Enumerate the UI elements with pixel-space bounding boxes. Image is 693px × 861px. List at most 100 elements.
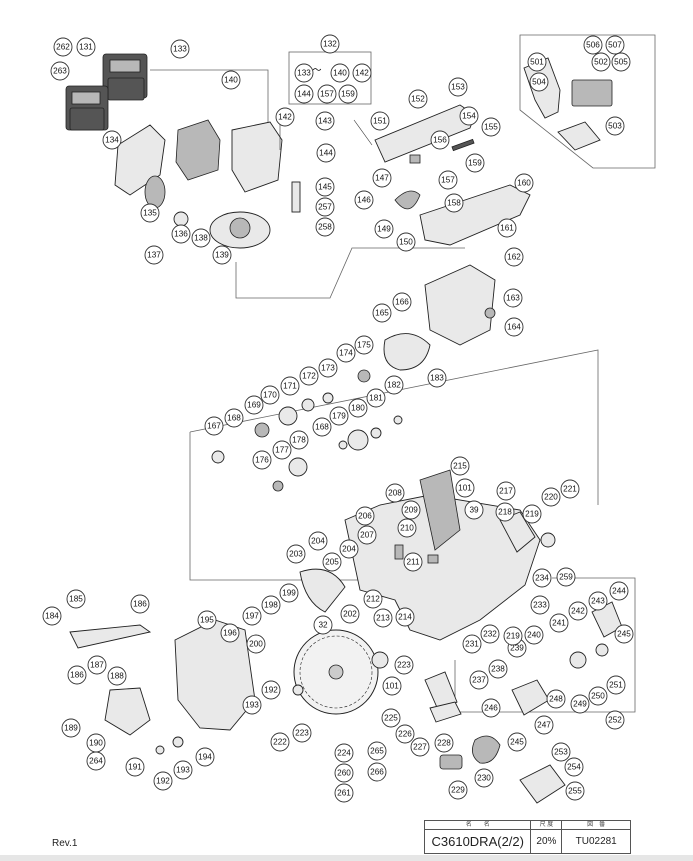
scale-value: 20%	[536, 836, 557, 847]
part-callout-label: 192	[156, 777, 170, 786]
part-callout-224: 224	[334, 743, 354, 763]
part-callout-163: 163	[503, 288, 523, 308]
part-callout-39: 39	[464, 500, 484, 520]
part-callout-label: 241	[552, 619, 566, 628]
part-callout-label: 237	[472, 676, 486, 685]
model-name: C3610DRA(2/2)	[431, 834, 524, 849]
part-callout-label: 168	[227, 414, 241, 423]
drawing-number-header: 図 番	[562, 821, 631, 830]
part-callout-258: 258	[315, 217, 335, 237]
part-callout-193: 193	[242, 695, 262, 715]
part-callout-label: 246	[484, 704, 498, 713]
part-callout-193: 193	[173, 760, 193, 780]
part-callout-label: 190	[89, 739, 103, 748]
part-callout-145: 145	[315, 177, 335, 197]
part-callout-143: 143	[315, 111, 335, 131]
part-callout-149: 149	[374, 219, 394, 239]
part-callout-215: 215	[450, 456, 470, 476]
part-callout-label: 227	[413, 743, 427, 752]
accessory-parts	[523, 57, 613, 151]
part-callout-166: 166	[392, 292, 412, 312]
part-callout-label: 501	[530, 58, 544, 67]
part-callout-241: 241	[549, 613, 569, 633]
part-callout-label: 243	[591, 597, 605, 606]
part-callout-label: 215	[453, 462, 467, 471]
part-callout-label: 101	[458, 484, 472, 493]
part-callout-label: 135	[143, 209, 157, 218]
part-callout-label: 507	[608, 41, 622, 50]
part-callout-191: 191	[125, 757, 145, 777]
part-callout-204: 204	[308, 531, 328, 551]
part-callout-label: 242	[571, 607, 585, 616]
part-callout-218: 218	[495, 502, 515, 522]
part-callout-192: 192	[261, 680, 281, 700]
part-callout-142: 142	[352, 63, 372, 83]
part-callout-186: 186	[130, 594, 150, 614]
part-callout-222: 222	[270, 732, 290, 752]
part-callout-167: 167	[204, 416, 224, 436]
part-callout-255: 255	[565, 781, 585, 801]
part-callout-168: 168	[312, 417, 332, 437]
part-callout-label: 264	[89, 757, 103, 766]
range-separator: 〜	[312, 65, 321, 75]
part-callout-label: 185	[69, 595, 83, 604]
part-callout-229: 229	[448, 780, 468, 800]
part-callout-203: 203	[286, 544, 306, 564]
part-callout-label: 208	[388, 489, 402, 498]
part-callout-label: 224	[337, 749, 351, 758]
part-callout-151: 151	[370, 111, 390, 131]
part-callout-162: 162	[504, 247, 524, 267]
part-callout-label: 179	[332, 412, 346, 421]
part-callout-138: 138	[191, 228, 211, 248]
battery-pack-lower	[65, 85, 109, 131]
part-callout-501: 501	[527, 52, 547, 72]
part-callout-223: 223	[292, 723, 312, 743]
part-callout-label: 217	[499, 487, 513, 496]
part-callout-label: 263	[53, 67, 67, 76]
part-callout-label: 204	[342, 545, 356, 554]
part-callout-label: 162	[507, 253, 521, 262]
part-callout-label: 214	[398, 613, 412, 622]
part-callout-label: 245	[510, 738, 524, 747]
part-callout-label: 260	[337, 769, 351, 778]
part-callout-232: 232	[480, 624, 500, 644]
part-callout-160: 160	[514, 173, 534, 193]
part-callout-label: 172	[302, 372, 316, 381]
part-callout-label: 211	[406, 558, 419, 567]
part-callout-190: 190	[86, 733, 106, 753]
part-callout-503: 503	[605, 116, 625, 136]
part-callout-214: 214	[395, 607, 415, 627]
part-callout-label: 180	[351, 404, 365, 413]
part-callout-240: 240	[524, 625, 544, 645]
part-callout-210: 210	[397, 518, 417, 538]
part-callout-226: 226	[395, 724, 415, 744]
part-callout-212: 212	[363, 589, 383, 609]
part-callout-label: 158	[447, 199, 461, 208]
part-callout-246: 246	[481, 698, 501, 718]
part-callout-label: 147	[375, 174, 389, 183]
part-callout-label: 142	[355, 69, 369, 78]
part-callout-label: 257	[318, 203, 332, 212]
part-callout-label: 220	[544, 493, 558, 502]
part-callout-154: 154	[459, 106, 479, 126]
model-cell: 名 名 C3610DRA(2/2)	[425, 821, 532, 853]
part-callout-label: 155	[484, 123, 498, 132]
part-callout-157: 157	[438, 170, 458, 190]
part-callout-169: 169	[244, 395, 264, 415]
part-callout-197: 197	[242, 606, 262, 626]
bottom-bar	[0, 855, 693, 861]
part-callout-label: 210	[400, 524, 414, 533]
part-callout-label: 232	[483, 630, 497, 639]
part-callout-label: 250	[591, 692, 605, 701]
part-callout-147: 147	[372, 168, 392, 188]
part-callout-label: 503	[608, 122, 622, 131]
part-callout-135: 135	[140, 203, 160, 223]
part-callout-200: 200	[246, 634, 266, 654]
drawing-number: TU02281	[575, 836, 617, 847]
part-callout-label: 239	[510, 644, 524, 653]
part-callout-244: 244	[609, 581, 629, 601]
part-callout-227: 227	[410, 737, 430, 757]
part-callout-label: 212	[366, 595, 380, 604]
part-callout-213: 213	[373, 608, 393, 628]
part-callout-label: 196	[223, 629, 237, 638]
